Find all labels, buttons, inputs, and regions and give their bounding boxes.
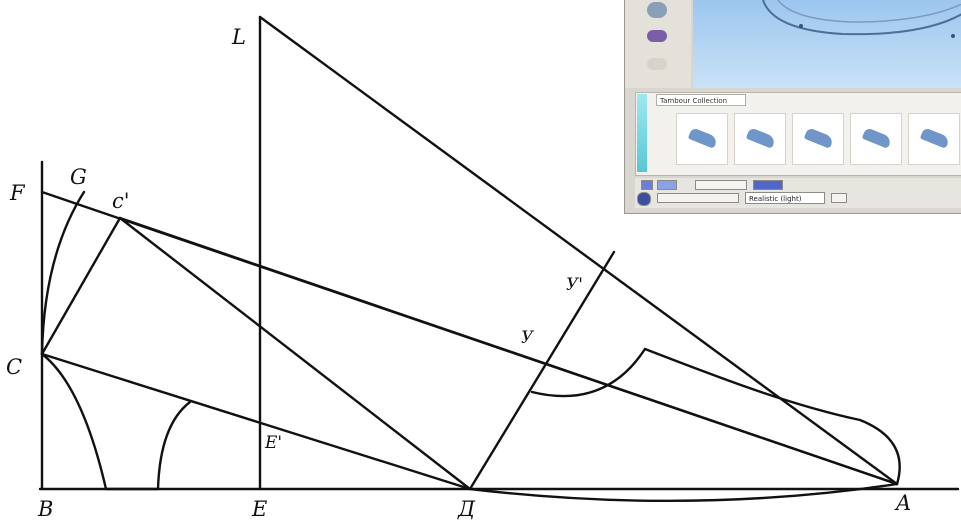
line-c-d <box>40 352 472 491</box>
shoe-thumbnail[interactable] <box>908 113 960 165</box>
shoe-thumbnail[interactable] <box>734 113 786 165</box>
collection-panel: Tambour Collection <box>635 92 961 176</box>
line-c-prime-a <box>118 216 899 486</box>
line-c-prime-d <box>118 216 472 491</box>
line-c-c-prime <box>40 216 122 356</box>
shoe-thumbnail[interactable] <box>676 113 728 165</box>
rotate-tool-icon[interactable] <box>647 30 667 42</box>
label-y-prime: У' <box>566 275 583 295</box>
shoe-thumbnail[interactable] <box>792 113 844 165</box>
color-swatch[interactable] <box>641 180 653 190</box>
tab-collection[interactable]: Tambour Collection <box>656 94 746 106</box>
toe-upper-curve <box>643 347 901 486</box>
label-e: E <box>251 497 267 521</box>
shoe-model-preview <box>762 0 961 38</box>
play-control[interactable] <box>753 180 783 190</box>
label-d: Д <box>457 497 476 521</box>
zoom-chip[interactable] <box>657 180 677 190</box>
coordinate-field[interactable] <box>657 193 739 203</box>
3d-viewport[interactable] <box>693 0 961 88</box>
cursor-tool-icon[interactable] <box>647 2 667 18</box>
line-d-y-prime <box>468 250 616 491</box>
arc-c-g <box>40 190 86 356</box>
settings-icon[interactable] <box>831 193 847 203</box>
software-screenshot-inset: Tambour Collection Realistic (light) <box>624 0 961 214</box>
thumbnail-strip <box>676 113 961 167</box>
label-e-prime: E' <box>264 433 282 453</box>
tool-column <box>625 0 691 88</box>
label-b: B <box>37 497 53 521</box>
frame-controls[interactable] <box>695 180 747 190</box>
label-c: C <box>6 355 22 379</box>
label-y: У <box>521 328 535 348</box>
panel-sidebar <box>637 94 647 172</box>
label-c-prime: c' <box>112 189 130 213</box>
status-bar: Realistic (light) <box>635 178 961 208</box>
sole-curve <box>468 482 899 503</box>
render-mode-dropdown[interactable]: Realistic (light) <box>745 192 825 204</box>
throat-curve <box>530 347 647 398</box>
heel-curve-right <box>156 400 192 491</box>
app-logo-icon <box>637 192 651 206</box>
shoe-thumbnail[interactable] <box>850 113 902 165</box>
brush-tool-icon[interactable] <box>647 58 667 70</box>
label-l: L <box>231 25 246 49</box>
label-g: G <box>70 165 87 189</box>
label-a: A <box>894 491 911 515</box>
line-l-a <box>258 15 899 486</box>
label-f: F <box>9 181 26 205</box>
heel-curve-left <box>40 352 108 491</box>
